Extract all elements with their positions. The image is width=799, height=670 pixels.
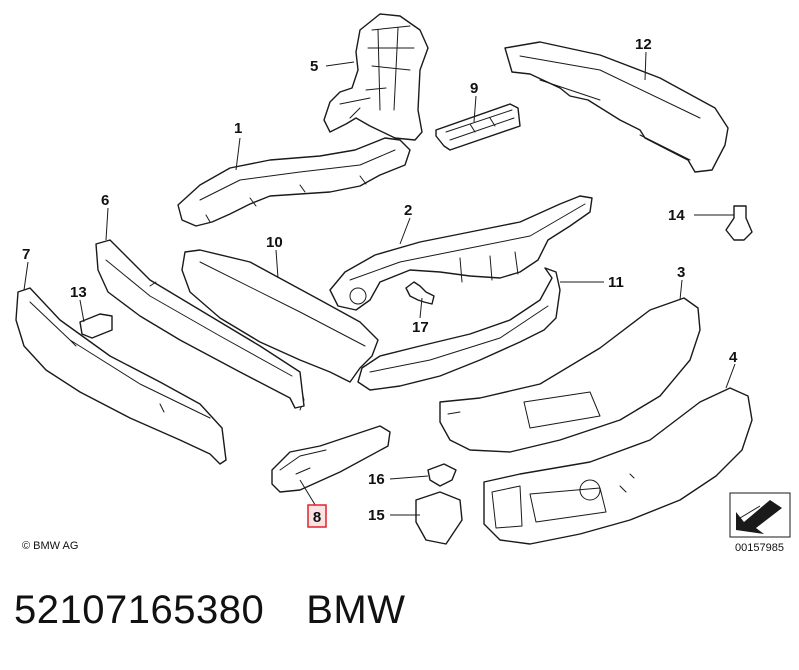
callout-7: 7 bbox=[22, 246, 30, 263]
callout-15: 15 bbox=[368, 507, 385, 524]
callout-16: 16 bbox=[368, 471, 385, 488]
leader-lines bbox=[23, 51, 736, 516]
diagram-reference-number: 00157985 bbox=[735, 542, 784, 554]
leader-6 bbox=[105, 207, 109, 241]
callout-17: 17 bbox=[412, 319, 429, 336]
part-1-shape bbox=[177, 137, 411, 227]
callout-14: 14 bbox=[668, 207, 685, 224]
callout-11: 11 bbox=[608, 274, 624, 291]
leader-4 bbox=[725, 363, 736, 389]
part-11-shape bbox=[357, 267, 561, 391]
leader-2 bbox=[399, 217, 411, 245]
callout-8-box bbox=[307, 504, 327, 528]
part-5-shape bbox=[323, 13, 429, 141]
callout-2: 2 bbox=[404, 202, 412, 219]
callout-1: 1 bbox=[234, 120, 242, 137]
leader-5 bbox=[325, 61, 355, 67]
callout-4: 4 bbox=[729, 349, 738, 366]
part-17-shape bbox=[405, 281, 435, 305]
part-8-shape bbox=[271, 425, 391, 493]
part-16-shape bbox=[427, 463, 457, 487]
leader-8 bbox=[299, 479, 318, 509]
part-9-shape bbox=[435, 103, 521, 151]
leader-10 bbox=[275, 249, 279, 279]
callout-12: 12 bbox=[635, 36, 652, 53]
callout-3: 3 bbox=[677, 264, 685, 281]
leader-1 bbox=[235, 137, 241, 171]
part-4-shape bbox=[483, 387, 753, 545]
callout-5: 5 bbox=[310, 58, 318, 75]
part-6-shape bbox=[95, 239, 305, 409]
part-3-shape bbox=[439, 297, 701, 453]
callout-6: 6 bbox=[101, 192, 109, 209]
callout-9: 9 bbox=[470, 80, 478, 97]
callout-labels: 1 2 3 4 5 6 7 9 10 11 12 13 14 15 16 17 bbox=[22, 36, 738, 524]
leader-7 bbox=[23, 261, 29, 291]
part-12-shape bbox=[504, 41, 729, 173]
part-number: 52107165380 bbox=[14, 588, 265, 632]
leader-12 bbox=[644, 51, 647, 81]
brand-name: BMW bbox=[306, 588, 406, 632]
part-15-shape bbox=[415, 491, 463, 545]
callout-13: 13 bbox=[70, 284, 87, 301]
callout-10: 10 bbox=[266, 234, 283, 251]
leader-3 bbox=[679, 279, 683, 301]
caption: 52107165380 BMW bbox=[14, 588, 405, 633]
leader-9 bbox=[473, 95, 477, 123]
part-14-shape bbox=[725, 205, 753, 241]
part-13-shape bbox=[79, 313, 113, 339]
leader-16 bbox=[389, 475, 429, 480]
part-2-shape bbox=[329, 195, 593, 311]
copyright-text: © BMW AG bbox=[22, 540, 79, 552]
part-7-shape bbox=[15, 287, 227, 465]
reference-arrow-icon bbox=[729, 492, 791, 538]
leader-13 bbox=[79, 299, 85, 323]
leader-17 bbox=[419, 297, 423, 319]
callout-8-highlight: 8 bbox=[307, 504, 327, 528]
callout-8: 8 bbox=[313, 509, 321, 526]
